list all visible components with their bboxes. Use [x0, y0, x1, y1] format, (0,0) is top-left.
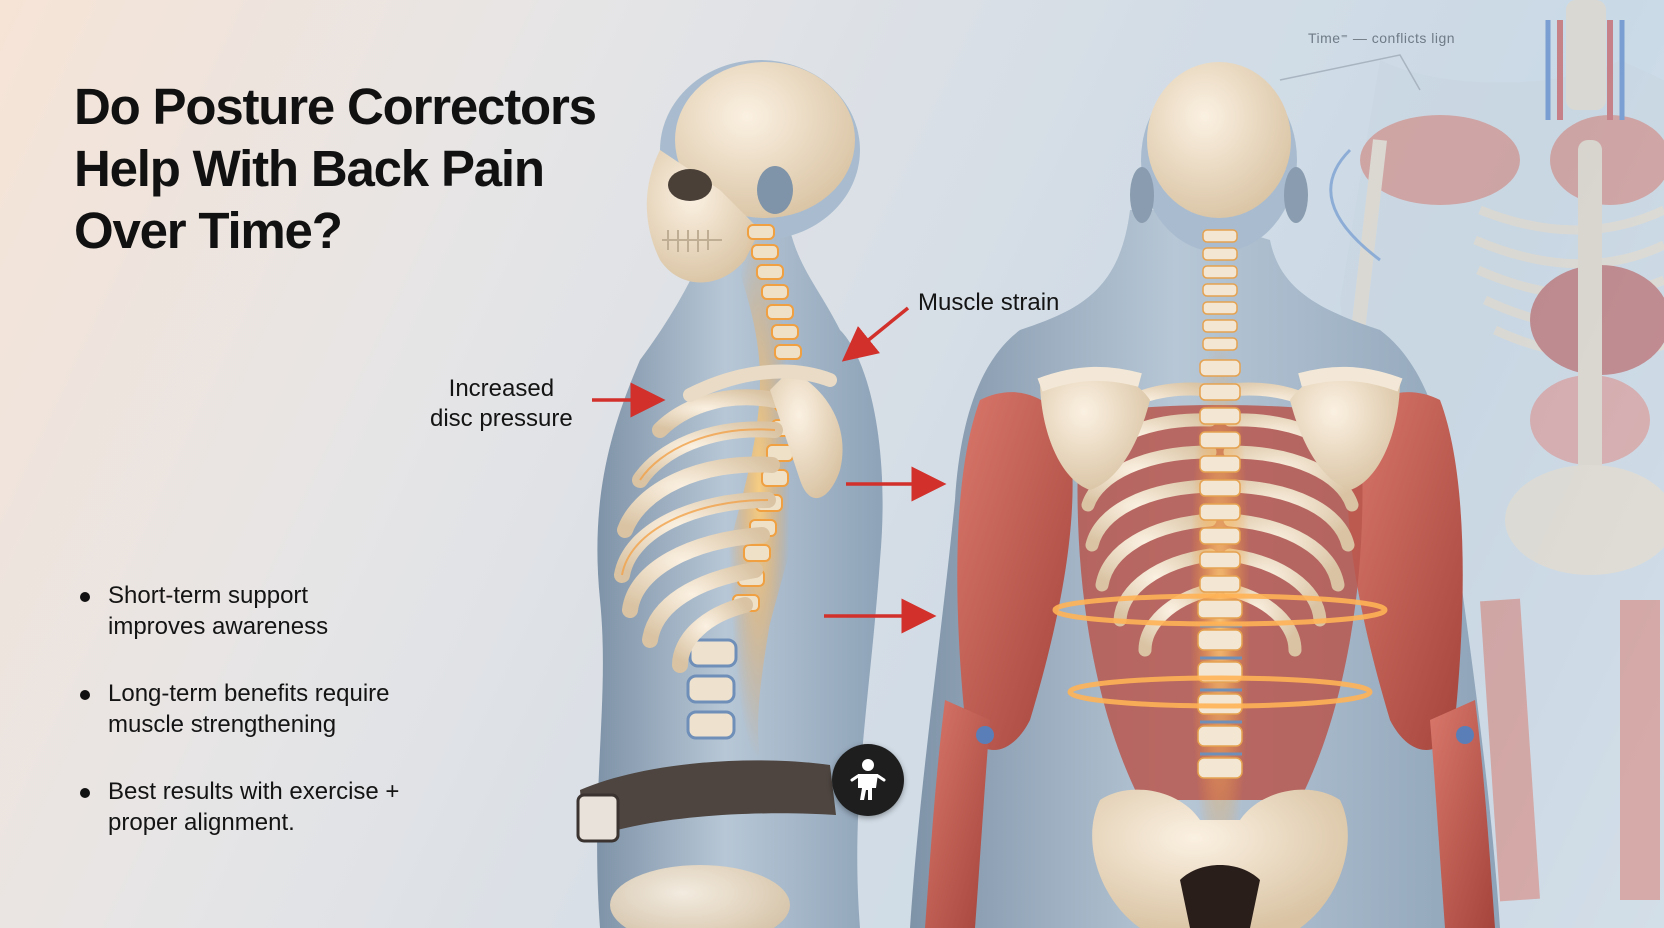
- disc-pressure-line-2: disc pressure: [430, 405, 573, 432]
- disc-pressure-line-1: Increased: [448, 375, 555, 402]
- title-line-3: Over Time?: [74, 202, 343, 259]
- posture-button[interactable]: [832, 744, 904, 816]
- faint-anatomy-label: Time⁼ — conflicts lign: [1308, 30, 1456, 46]
- list-item: Long-term benefits require muscle streng…: [76, 678, 399, 740]
- person-posture-icon: [850, 759, 886, 800]
- list-item-line-2: proper alignment.: [108, 809, 295, 836]
- back-view-figure: [910, 62, 1500, 928]
- bullet-dot-icon: [80, 690, 90, 700]
- list-item-line-2: muscle strengthening: [108, 711, 337, 738]
- list-item-line-1: Best results with exercise +: [108, 778, 400, 805]
- bullet-dot-icon: [80, 788, 90, 798]
- list-item-line-1: Short-term support: [108, 582, 309, 609]
- side-view-figure: [576, 60, 883, 928]
- muscle-strain-label: Muscle strain: [918, 289, 1060, 316]
- title-line-1: Do Posture Correctors: [74, 78, 597, 135]
- annotation-arrows: [592, 306, 947, 634]
- list-item: Best results with exercise + proper alig…: [76, 776, 399, 838]
- red-arrow-icon: [841, 306, 910, 362]
- list-item: Short-term support improves awareness: [76, 580, 399, 642]
- key-points-list: Short-term support improves awareness Lo…: [76, 580, 399, 874]
- list-item-line-2: improves awareness: [108, 613, 329, 640]
- disc-pressure-label: Increased disc pressure: [430, 374, 573, 434]
- page-title: Do Posture Correctors Help With Back Pai…: [74, 76, 674, 262]
- list-item-line-1: Long-term benefits require: [108, 680, 390, 707]
- bullet-dot-icon: [80, 592, 90, 602]
- title-line-2: Help With Back Pain: [74, 140, 545, 197]
